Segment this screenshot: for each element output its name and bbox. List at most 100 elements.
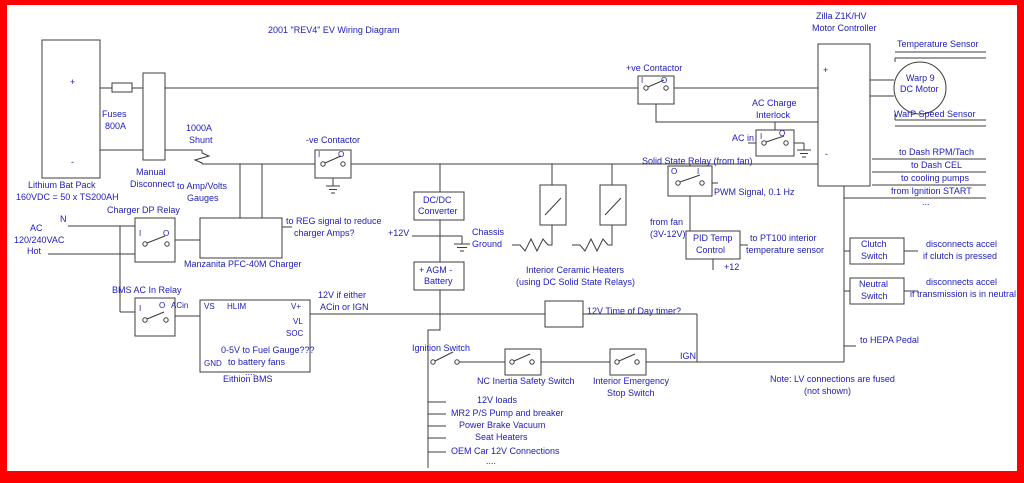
bms-pin-vs: VS [204, 302, 215, 311]
12v-node-label: +12V [388, 228, 410, 238]
timer-label: 12V Time of Day timer? [587, 306, 682, 316]
heaters-label1: Interior Ceramic Heaters [526, 265, 625, 275]
chassis-label2: Ground [472, 239, 503, 249]
charger-relay-contacts-icon [142, 235, 170, 247]
dcdc-converter-box [413, 191, 465, 221]
bms-name-label: Eithion BMS [223, 374, 273, 384]
neg-contactor-i: I [318, 150, 321, 159]
shunt-icon [193, 150, 211, 164]
bms-relay-acin: ACin [171, 301, 189, 310]
charger-relay-title: Charger DP Relay [107, 205, 180, 215]
bms-pin-vplus: V+ [291, 302, 302, 311]
from-fan-label2: (3V-12V) [650, 229, 686, 239]
diagram-title: 2001 "REV4" EV Wiring Diagram [268, 25, 400, 35]
interlock-acin-label: AC in [732, 133, 755, 143]
fuses-label: Fuses [102, 109, 127, 119]
pwm-label: PWM Signal, 0.1 Hz [714, 187, 795, 197]
dcdc-label1: DC/DC [423, 195, 452, 205]
pos-contactor-contacts-icon [643, 79, 669, 91]
agm-label2: Battery [424, 276, 453, 286]
heater-resistor1-icon [512, 237, 549, 253]
from-fan-label1: from fan [650, 217, 684, 227]
ac-label: AC [30, 223, 43, 233]
bms-12v-label1: 12V if either [318, 290, 367, 300]
fuse-icon [111, 82, 133, 93]
pid-12v-label: +12 [724, 262, 740, 272]
clutch-label1: Clutch [861, 239, 887, 249]
bms-relay-title: BMS AC In Relay [112, 285, 182, 295]
shunt-label1: 1000A [186, 123, 213, 133]
bms-pin-gnd: GND [204, 359, 222, 368]
pt100-label2: temperature sensor [746, 245, 825, 255]
clutch-desc2: if clutch is pressed [923, 251, 998, 261]
agm-label1: + AGM - [419, 265, 453, 275]
loads-item-1: MR2 P/S Pump and breaker [451, 408, 564, 418]
fuses-rating-label: 800A [105, 121, 127, 131]
bms-dots: .... [245, 367, 256, 377]
bms-pin-vl: VL [293, 317, 303, 326]
contactor-ground-icon [326, 178, 340, 194]
bms-relay-o: O [159, 301, 166, 310]
note-label1: Note: LV connections are fused [770, 374, 895, 384]
inertia-switch-label: NC Inertia Safety Switch [477, 376, 575, 386]
neutral-label1: Neutral [859, 279, 889, 289]
bms-relay-i: I [139, 304, 142, 313]
loads-item-4: OEM Car 12V Connections [451, 446, 560, 456]
neg-contactor-contacts-icon [320, 155, 346, 167]
interlock-i: I [760, 132, 763, 141]
estop-label2: Stop Switch [607, 388, 655, 398]
manual-disconnect-box [142, 72, 166, 161]
gauges-label1: to Amp/Volts [177, 181, 228, 191]
ac-hot-label: Hot [27, 246, 42, 256]
zilla-title1: Zilla Z1K/HV [816, 11, 867, 21]
neg-contactor-o: O [338, 150, 345, 159]
dcdc-label2: Converter [418, 206, 458, 216]
interlock-label2: Interlock [756, 110, 791, 120]
loads-dots: .... [486, 456, 497, 466]
pt100-label1: to PT100 interior [750, 233, 817, 243]
loads-title: 12V loads [477, 395, 518, 405]
ac-neutral-label: N [60, 214, 67, 224]
pos-contactor-box [637, 75, 675, 105]
warp-motor-circle [893, 61, 947, 115]
cooling-pumps-label: to cooling pumps [901, 173, 970, 183]
inertia-switch-box [504, 348, 542, 376]
neg-contactor-title: -ve Contactor [306, 135, 361, 145]
bms-fuel-label1: 0-5V to Fuel Gauge??? [221, 345, 315, 355]
heater-ssr2-symbol-icon [604, 197, 622, 216]
dash-rpm-label: to Dash RPM/Tach [899, 147, 975, 157]
charger-reg-label1: to REG signal to reduce [286, 216, 382, 226]
battery-minus-label: - [71, 157, 74, 167]
bms-12v-label2: ACin or IGN [320, 302, 369, 312]
dash-cel-label: to Dash CEL [911, 160, 963, 170]
zilla-io-dots: ... [922, 197, 930, 207]
heater-ssr1-symbol-icon [544, 197, 562, 216]
agm-battery-box [413, 261, 465, 291]
battery-pack-box [41, 39, 101, 179]
motor-label2: DC Motor [900, 84, 939, 94]
ign-label: IGN [680, 351, 697, 361]
battery-plus-label: + [70, 77, 76, 87]
clutch-switch-box [849, 237, 905, 265]
neutral-desc1: disconnects accel [926, 277, 998, 287]
heater-ssr2-box [599, 184, 627, 226]
disconnect-label1: Manual [136, 167, 166, 177]
pos-contactor-title: +ve Contactor [626, 63, 683, 73]
pid-temp-control-box [685, 230, 741, 260]
pid-label1: PID Temp [693, 233, 733, 243]
pos-contactor-i: I [641, 76, 644, 85]
charger-relay-i: I [139, 229, 142, 238]
temp-sensor-label: Temperature Sensor [897, 39, 979, 49]
timer-box [544, 300, 584, 328]
neutral-label2: Switch [861, 291, 888, 301]
clutch-desc1: disconnects accel [926, 239, 998, 249]
speed-sensor-label: WarP Speed Sensor [894, 109, 976, 119]
ignition-start-label: from Ignition START [891, 186, 972, 196]
battery-spec-label: 160VDC = 50 x TS200AH [16, 192, 119, 202]
fan-ssr-o: O [671, 167, 678, 176]
heater-resistor2-icon [572, 237, 609, 253]
gauges-label2: Gauges [187, 193, 219, 203]
neutral-switch-box [849, 277, 905, 305]
